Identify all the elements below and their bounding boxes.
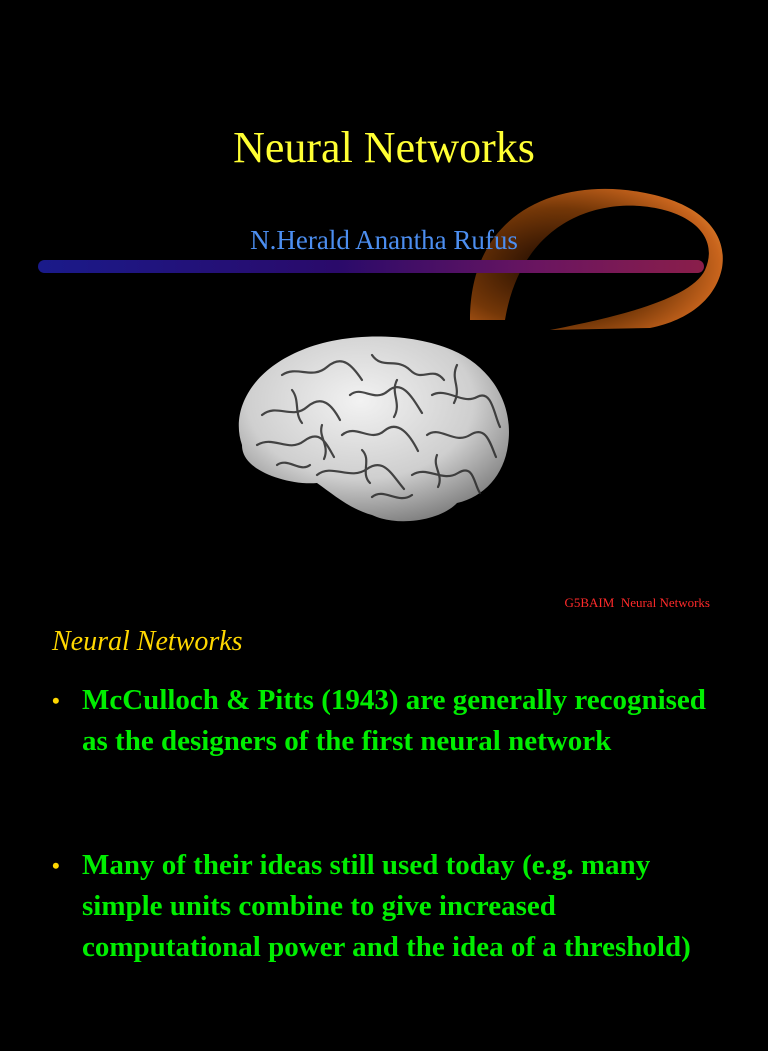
- brain-image: [238, 336, 509, 522]
- bullet-marker-icon: •: [52, 688, 60, 713]
- slide: Neural Networks N.Herald Anantha Rufus: [38, 123, 723, 963]
- slide-subtitle: N.Herald Anantha Rufus: [250, 225, 518, 255]
- decorative-swoosh: [38, 188, 723, 330]
- swoosh-arc: [470, 188, 723, 330]
- bullet-text: McCulloch & Pitts (1943) are generally r…: [82, 684, 706, 757]
- slide-title: Neural Networks: [233, 123, 535, 172]
- bullet-list: • McCulloch & Pitts (1943) are generally…: [52, 680, 712, 1051]
- bullet-marker-icon: •: [52, 853, 60, 878]
- section-heading: Neural Networks: [52, 626, 243, 657]
- swoosh-bar: [38, 260, 704, 273]
- footer-course-tag: G5BAIM Neural Networks: [564, 595, 710, 610]
- bullet-item: • Many of their ideas still used today (…: [52, 845, 712, 968]
- bullet-item: • McCulloch & Pitts (1943) are generally…: [52, 680, 712, 762]
- bullet-text: Many of their ideas still used today (e.…: [82, 849, 691, 963]
